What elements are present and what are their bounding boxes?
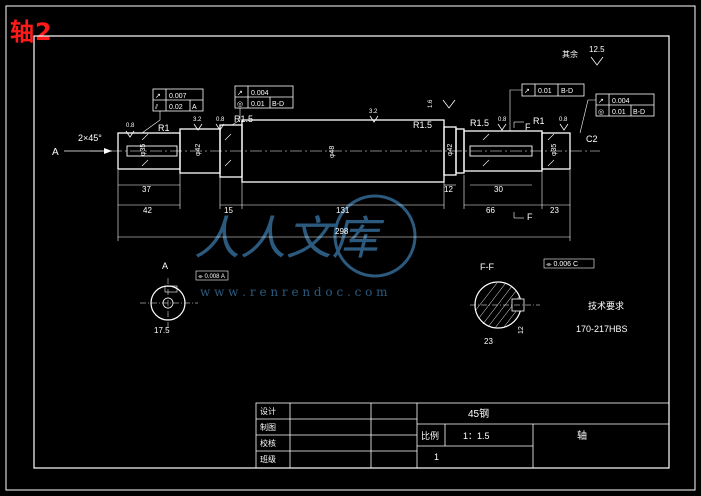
dim-30: 30	[494, 185, 503, 194]
dia-label-5: φ35	[551, 144, 558, 156]
section-ff-tolerance: ⌯ 0.006 C	[546, 261, 578, 268]
roughness-1: 0.8	[126, 123, 135, 129]
dia-label-1: φ35	[140, 144, 147, 156]
dimension-lines	[117, 170, 571, 241]
view-arrow-a: A 2×45° C2	[52, 133, 598, 158]
tb-row-class: 班级	[260, 454, 276, 464]
section-ff-dim: 23	[484, 337, 493, 346]
svg-text:0.004: 0.004	[612, 98, 630, 105]
section-marker-top: F	[525, 122, 531, 132]
chamfer-right: C2	[586, 134, 598, 144]
fillet-4: R1.5	[470, 118, 489, 128]
svg-text:0.01: 0.01	[538, 88, 552, 95]
dim-15: 15	[224, 206, 233, 215]
svg-text:B-D: B-D	[561, 88, 573, 95]
svg-text:⫽: ⫽	[154, 103, 159, 111]
leader-lines	[141, 89, 596, 134]
svg-text:↗: ↗	[155, 93, 161, 100]
tolerance-frame-4: ↗ 0.004 ◎ 0.01 B-D	[595, 93, 655, 117]
hatch-marks	[141, 133, 555, 167]
sheet-title: 轴2	[10, 18, 53, 46]
fillet-2: R1.5	[234, 114, 253, 124]
view-a: A ⌯ 0.008 A 17.5	[140, 261, 229, 335]
svg-text:F-F: F-F	[480, 262, 494, 272]
general-roughness: 其余 12.5	[562, 45, 605, 59]
tolerance-frame-2: ↗ 0.004 ◎ 0.01 B-D	[234, 85, 294, 109]
tolerance-frame-1: ↗ 0.007 ⫽ 0.02 A	[152, 88, 204, 112]
roughness-7: 0.8	[559, 117, 568, 123]
tb-row-check: 校核	[260, 438, 276, 448]
svg-text:其余: 其余	[562, 49, 578, 59]
svg-text:12.5: 12.5	[589, 45, 605, 54]
svg-text:B-D: B-D	[272, 101, 284, 108]
svg-text:B-D: B-D	[633, 109, 645, 116]
svg-text:↗: ↗	[524, 88, 530, 95]
roughness-5: 0.8	[498, 117, 507, 123]
svg-text:A: A	[52, 147, 59, 158]
tb-quantity: 1	[434, 452, 439, 462]
tb-scale-label: 比例	[421, 430, 439, 441]
dim-12: 12	[444, 185, 453, 194]
tb-part-name: 轴	[577, 429, 587, 442]
section-line-f	[513, 121, 524, 219]
tolerance-frame-3: ↗ 0.01 B-D	[521, 83, 585, 97]
svg-text:◎: ◎	[598, 109, 604, 116]
outer-border	[5, 5, 696, 491]
fillet-1: R1	[158, 123, 170, 133]
tb-material: 45钢	[468, 407, 489, 420]
watermark: 人人文库 w w w . r e n r e n d o c . c o m	[194, 194, 417, 299]
svg-text:0.007: 0.007	[169, 93, 187, 100]
roughness-2: 3.2	[193, 117, 202, 123]
svg-text:↗: ↗	[598, 98, 604, 105]
shaft-outline	[117, 119, 571, 183]
chamfer-left: 2×45°	[78, 133, 102, 143]
roughness-symbols	[125, 56, 604, 138]
section-ff: F-F ⌯ 0.006 C 23 12	[470, 258, 595, 346]
section-marker-bottom: F	[527, 212, 533, 222]
svg-text:0.01: 0.01	[612, 109, 626, 116]
fillet-5: R1	[533, 116, 545, 126]
dia-label-4: φ42	[447, 144, 454, 156]
svg-text:↗: ↗	[237, 90, 243, 97]
svg-text:0.004: 0.004	[251, 90, 269, 97]
roughness-3: 0.8	[216, 117, 225, 123]
tb-row-design: 设计	[260, 406, 276, 416]
technical-notes: 技术要求 170-217HBS	[576, 300, 628, 334]
tb-scale-value: 1：1.5	[463, 431, 490, 441]
dim-66: 66	[486, 206, 495, 215]
fillet-3: R1.5	[413, 120, 432, 130]
notes-text: 170-217HBS	[576, 324, 628, 334]
notes-title: 技术要求	[588, 300, 624, 311]
dim-131: 131	[336, 206, 350, 215]
dim-42: 42	[143, 206, 152, 215]
svg-text:A: A	[162, 261, 168, 271]
svg-text:A: A	[192, 104, 197, 111]
dia-label-2: φ42	[195, 144, 202, 156]
dim-37: 37	[142, 185, 151, 194]
svg-text:◎: ◎	[237, 101, 243, 108]
svg-text:0.02: 0.02	[169, 104, 183, 111]
watermark-text: 人人文库	[194, 211, 385, 265]
view-a-dim: 17.5	[154, 326, 170, 335]
view-a-tolerance: ⌯ 0.008 A	[198, 274, 225, 280]
section-ff-dim2: 12	[518, 326, 525, 334]
dim-298: 298	[335, 227, 349, 236]
title-block	[255, 402, 670, 469]
roughness-6: 1.6	[428, 99, 434, 108]
tb-row-draw: 制图	[260, 422, 276, 432]
svg-text:0.01: 0.01	[251, 101, 265, 108]
watermark-url: w w w . r e n r e n d o c . c o m	[200, 285, 388, 299]
roughness-4: 3.2	[369, 109, 378, 115]
dia-label-3: φ48	[329, 146, 336, 158]
dim-23: 23	[550, 206, 559, 215]
